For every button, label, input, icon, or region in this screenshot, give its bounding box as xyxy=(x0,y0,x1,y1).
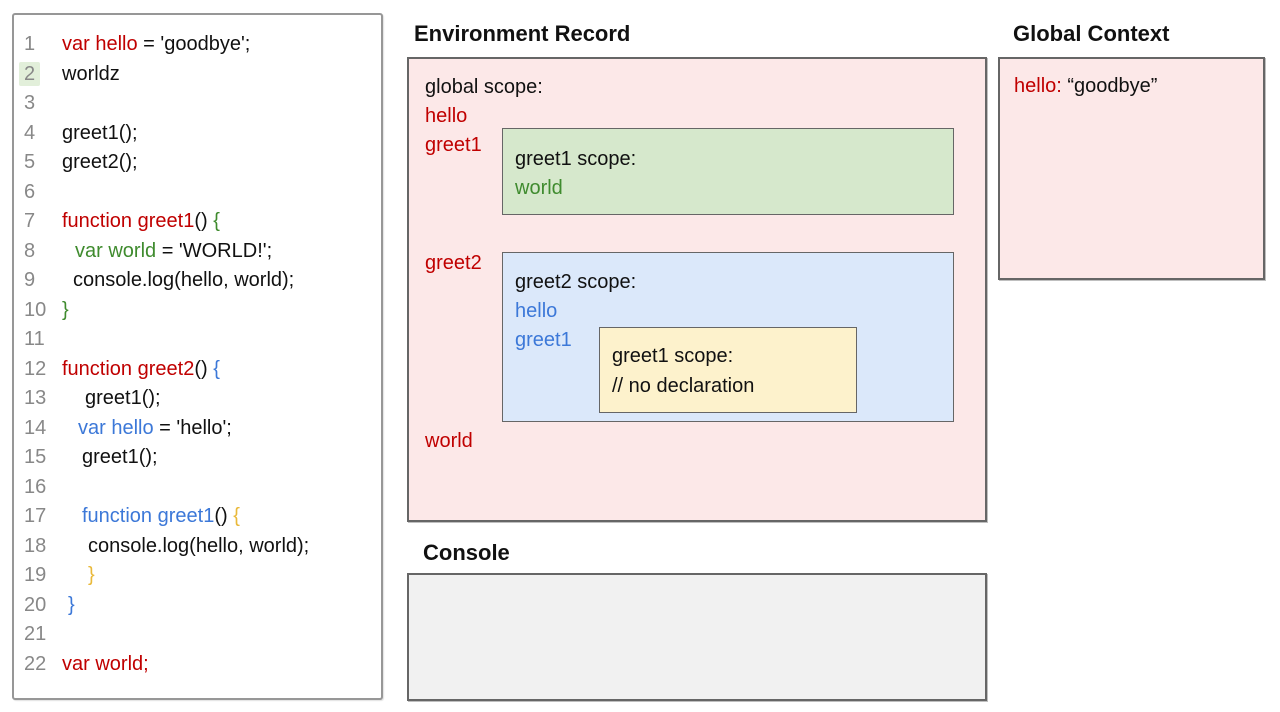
code-line: 7 function greet1() { xyxy=(14,207,381,237)
code-line: 22 var world; xyxy=(14,650,381,680)
greet2-scope-var-hello: hello xyxy=(515,300,558,322)
code-text: var hello = 'goodbye'; xyxy=(62,33,251,56)
code-line: 6 xyxy=(14,178,381,208)
code-line: 9 console.log(hello, world); xyxy=(14,266,381,296)
global-var-hello: hello xyxy=(425,105,468,127)
line-number: 19 xyxy=(24,564,47,587)
global-context-box: hello: “goodbye” xyxy=(998,57,1265,280)
code-text: function greet1() { xyxy=(82,505,240,528)
global-context-title: Global Context xyxy=(1013,21,1170,46)
environment-record-box: global scope: hello greet1 greet1 scope:… xyxy=(407,57,987,522)
code-line: 21 xyxy=(14,620,381,650)
inner-greet1-scope-comment: // no declaration xyxy=(612,375,755,397)
global-context-entry: hello: “goodbye” xyxy=(1014,75,1157,98)
highlighted-line-number: 2 xyxy=(19,61,41,86)
line-number: 13 xyxy=(24,387,47,410)
line-number: 5 xyxy=(24,151,36,174)
greet1-scope-label: greet1 scope: xyxy=(515,148,637,170)
code-line: 2 worldz xyxy=(14,60,381,90)
environment-record-title: Environment Record xyxy=(414,21,631,46)
line-number: 18 xyxy=(24,534,47,557)
line-number: 4 xyxy=(24,121,36,144)
code-text: } xyxy=(62,298,69,321)
code-line: 1 var hello = 'goodbye'; xyxy=(14,30,381,60)
code-line: 20} xyxy=(14,591,381,621)
line-number: 17 xyxy=(24,505,47,528)
code-line: 3 xyxy=(14,89,381,119)
greet1-scope-var-world: world xyxy=(515,177,563,199)
global-context-binding-value: “goodbye” xyxy=(1067,75,1158,97)
code-line: 4 greet1(); xyxy=(14,119,381,149)
line-number: 22 xyxy=(24,652,47,675)
code-line: 16 xyxy=(14,473,381,503)
console-output-box xyxy=(407,573,987,701)
line-number: 21 xyxy=(24,623,47,646)
inner-greet1-scope-label: greet1 scope: xyxy=(612,345,734,367)
code-line: 15 greet1(); xyxy=(14,443,381,473)
code-text: greet1(); xyxy=(85,387,161,410)
code-line: 10} xyxy=(14,296,381,326)
global-scope-label: global scope: xyxy=(425,76,543,98)
line-number: 10 xyxy=(24,298,47,321)
line-number: 2 xyxy=(19,61,62,86)
code-text: worldz xyxy=(62,62,120,85)
code-text: function greet1() { xyxy=(62,210,220,233)
code-text: } xyxy=(68,593,75,616)
code-line: 12 function greet2() { xyxy=(14,355,381,385)
line-number: 20 xyxy=(24,593,47,616)
code-text: var hello = 'hello'; xyxy=(78,416,232,439)
code-text: console.log(hello, world); xyxy=(88,534,310,557)
code-line: 11 xyxy=(14,325,381,355)
line-number: 7 xyxy=(24,210,36,233)
line-number: 3 xyxy=(24,92,36,115)
code-line: 5 greet2(); xyxy=(14,148,381,178)
line-number: 11 xyxy=(24,328,45,351)
global-var-greet1: greet1 xyxy=(425,134,482,156)
global-var-world: world xyxy=(425,430,473,452)
code-text: } xyxy=(88,564,95,587)
code-lines: 1 var hello = 'goodbye'; 2 worldz 3 4 greet1()… xyxy=(14,30,381,679)
greet2-scope-label: greet2 scope: xyxy=(515,271,637,293)
console-title: Console xyxy=(423,540,510,565)
code-text: greet1(); xyxy=(62,121,138,144)
code-text: greet1(); xyxy=(82,446,158,469)
code-line: 13 greet1(); xyxy=(14,384,381,414)
greet2-scope-var-greet1: greet1 xyxy=(515,329,572,351)
line-number: 6 xyxy=(24,180,36,203)
code-text: var world = 'WORLD!'; xyxy=(75,239,273,262)
line-number: 1 xyxy=(24,33,36,56)
line-number: 12 xyxy=(24,357,47,380)
code-line: 8 var world = 'WORLD!'; xyxy=(14,237,381,267)
code-text: console.log(hello, world); xyxy=(73,269,295,292)
line-number: 16 xyxy=(24,475,47,498)
line-number: 15 xyxy=(24,446,47,469)
code-text: var world; xyxy=(62,652,149,675)
code-line: 19} xyxy=(14,561,381,591)
global-context-binding-name: hello: xyxy=(1014,75,1062,97)
code-panel: 1 var hello = 'goodbye'; 2 worldz 3 4 greet1()… xyxy=(12,13,383,700)
code-line: 17 function greet1() { xyxy=(14,502,381,532)
greet2-scope-box: greet2 scope: hello greet1 greet1 scope:… xyxy=(502,252,954,422)
code-text: greet2(); xyxy=(62,151,138,174)
global-var-greet2: greet2 xyxy=(425,252,482,274)
code-line: 18 console.log(hello, world); xyxy=(14,532,381,562)
line-number: 14 xyxy=(24,416,47,439)
inner-greet1-scope-box: greet1 scope: // no declaration xyxy=(599,327,857,413)
greet1-scope-box: greet1 scope: world xyxy=(502,128,954,215)
line-number: 8 xyxy=(24,239,36,262)
code-text: function greet2() { xyxy=(62,357,220,380)
line-number: 9 xyxy=(24,269,36,292)
code-line: 14 var hello = 'hello'; xyxy=(14,414,381,444)
